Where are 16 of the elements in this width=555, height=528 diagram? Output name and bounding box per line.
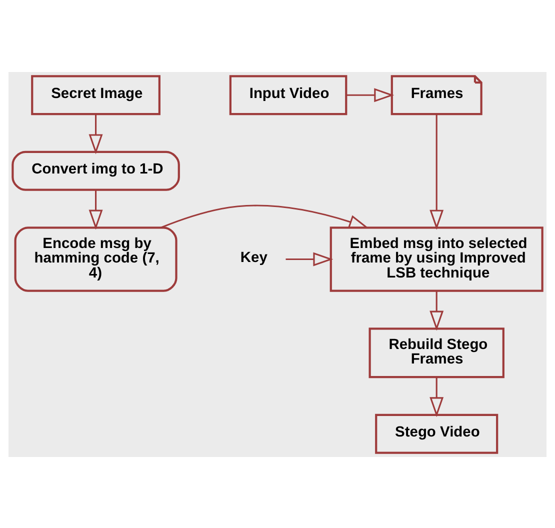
node-box: Stego Video bbox=[375, 413, 498, 454]
arrow bbox=[430, 114, 444, 230]
arrow bbox=[160, 204, 369, 228]
arrow bbox=[88, 190, 103, 230]
arrow bbox=[430, 290, 444, 330]
node-box: Secret Image bbox=[31, 74, 160, 115]
arrow bbox=[430, 376, 444, 417]
node-text: Key bbox=[240, 250, 268, 266]
node-box: Encode msg by hamming code (7, 4) bbox=[14, 226, 178, 292]
arrow bbox=[88, 114, 103, 154]
node-box: Input Video bbox=[229, 74, 348, 115]
node-box: Embed msg into selected frame by using Improved LSB technique bbox=[330, 226, 544, 292]
node-box: Rebuild Stego Frames bbox=[368, 327, 504, 378]
arrow bbox=[286, 252, 334, 266]
arrow bbox=[346, 88, 394, 102]
node-box: Convert img to 1-D bbox=[12, 150, 180, 190]
